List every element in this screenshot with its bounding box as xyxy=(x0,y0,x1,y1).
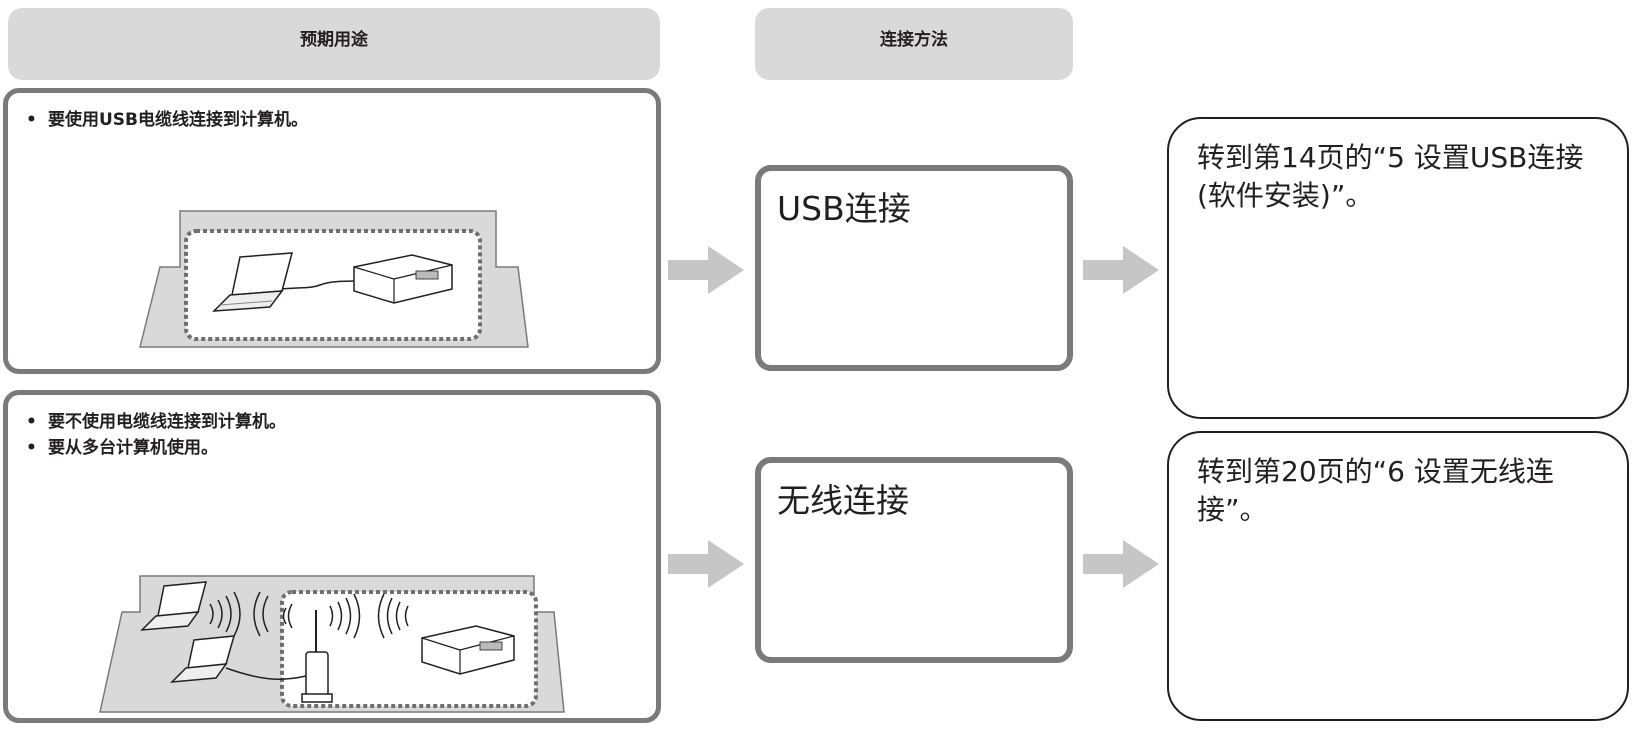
wireless-signal-icon xyxy=(209,591,409,639)
wireless-result-text: 转到第20页的“6 设置无线连接”。 xyxy=(1197,455,1554,526)
laptop-icon xyxy=(170,635,236,683)
wireless-usage-bullets: 要不使用电缆线连接到计算机。 要从多台计算机使用。 xyxy=(26,409,286,461)
area-dotted-boundary xyxy=(280,590,538,708)
wireless-connection-box: 无线连接 xyxy=(755,457,1073,663)
arrow-right-icon xyxy=(1083,246,1159,294)
usb-connection-box: USB连接 xyxy=(755,165,1073,371)
network-cable-icon xyxy=(225,667,307,680)
usb-connection-label: USB连接 xyxy=(777,189,911,228)
router-icon xyxy=(301,610,333,703)
usb-usage-bullet: 要使用USB电缆线连接到计算机。 xyxy=(26,107,308,133)
printer-icon xyxy=(421,625,515,675)
wireless-result-box: 转到第20页的“6 设置无线连接”。 xyxy=(1167,431,1629,721)
wireless-setup-illustration xyxy=(99,575,565,713)
usb-result-box: 转到第14页的“5 设置USB连接(软件安装)”。 xyxy=(1167,117,1629,419)
arrow-right-icon xyxy=(668,540,744,588)
method-column-header: 连接方法 xyxy=(755,8,1073,80)
usb-setup-illustration xyxy=(139,210,529,348)
wireless-connection-label: 无线连接 xyxy=(777,481,909,520)
usb-result-text: 转到第14页的“5 设置USB连接(软件安装)”。 xyxy=(1197,141,1584,212)
usb-cable-icon xyxy=(281,280,363,290)
printer-icon xyxy=(353,254,453,304)
laptop-icon xyxy=(212,252,293,312)
wireless-usage-bullet: 要不使用电缆线连接到计算机。 xyxy=(26,409,286,435)
wireless-usage-bullet: 要从多台计算机使用。 xyxy=(26,435,286,461)
laptop-icon xyxy=(140,581,208,631)
usb-usage-bullets: 要使用USB电缆线连接到计算机。 xyxy=(26,107,308,133)
arrow-right-icon xyxy=(668,246,744,294)
usage-column-header: 预期用途 xyxy=(8,8,660,80)
arrow-right-icon xyxy=(1083,540,1159,588)
